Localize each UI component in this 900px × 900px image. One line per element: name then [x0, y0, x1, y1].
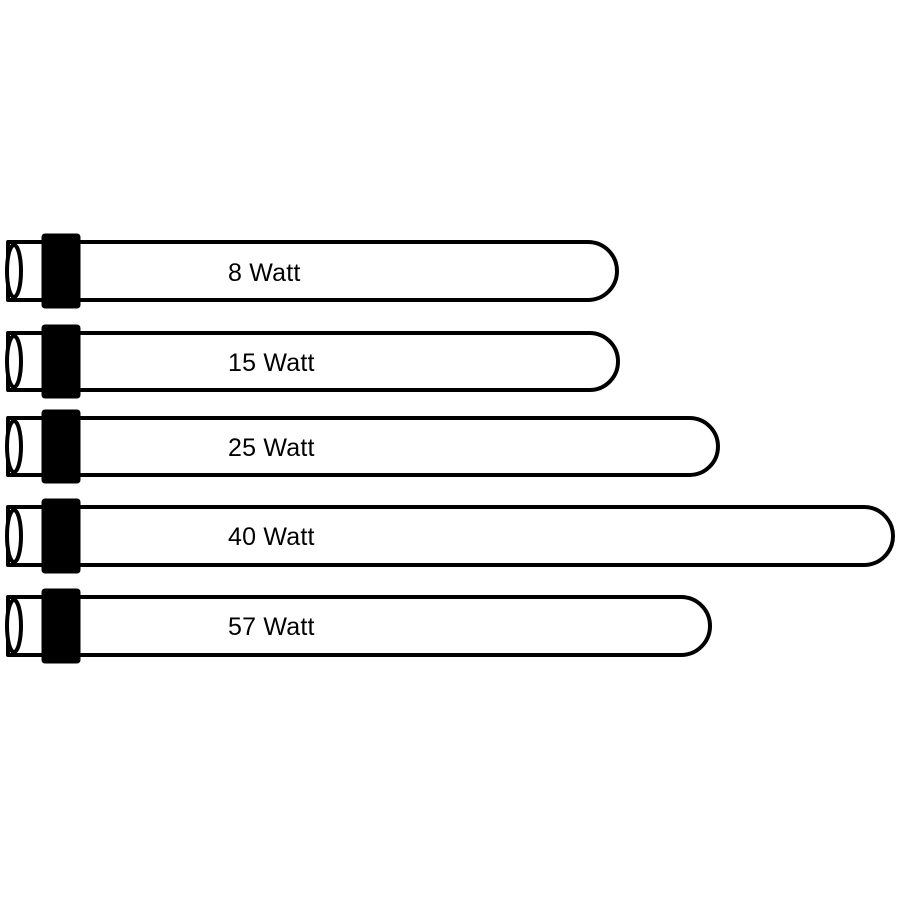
tube-wattage-label: 40 Watt [228, 523, 315, 551]
tube-15w: 15 Watt [5, 324, 620, 399]
tube-8w: 8 Watt [5, 233, 619, 309]
tube-end-opening-ellipse [5, 334, 23, 389]
tube-40w: 40 Watt [5, 498, 895, 574]
tube-end-opening-ellipse [5, 243, 23, 299]
tube-25w: 25 Watt [5, 409, 720, 484]
tube-end-opening-ellipse [5, 419, 23, 474]
tube-body [6, 331, 620, 392]
tube-wattage-label: 15 Watt [228, 349, 315, 377]
tube-body [6, 505, 895, 567]
tube-wattage-label: 57 Watt [228, 613, 315, 641]
tube-base-band [41, 324, 81, 399]
tube-body [6, 416, 720, 477]
tube-base-band [41, 588, 81, 664]
tube-body [6, 595, 712, 657]
tube-base-band [41, 409, 81, 484]
tube-57w: 57 Watt [5, 588, 712, 664]
tube-end-opening-ellipse [5, 598, 23, 654]
tube-base-band [41, 233, 81, 309]
tube-end-opening-ellipse [5, 508, 23, 564]
tube-wattage-label: 8 Watt [228, 259, 301, 287]
tube-body [6, 240, 619, 302]
tube-group: 8 Watt 15 Watt 25 Watt 40 Watt 57 Watt [5, 233, 895, 664]
tube-base-band [41, 498, 81, 574]
tube-wattage-label: 25 Watt [228, 434, 315, 462]
